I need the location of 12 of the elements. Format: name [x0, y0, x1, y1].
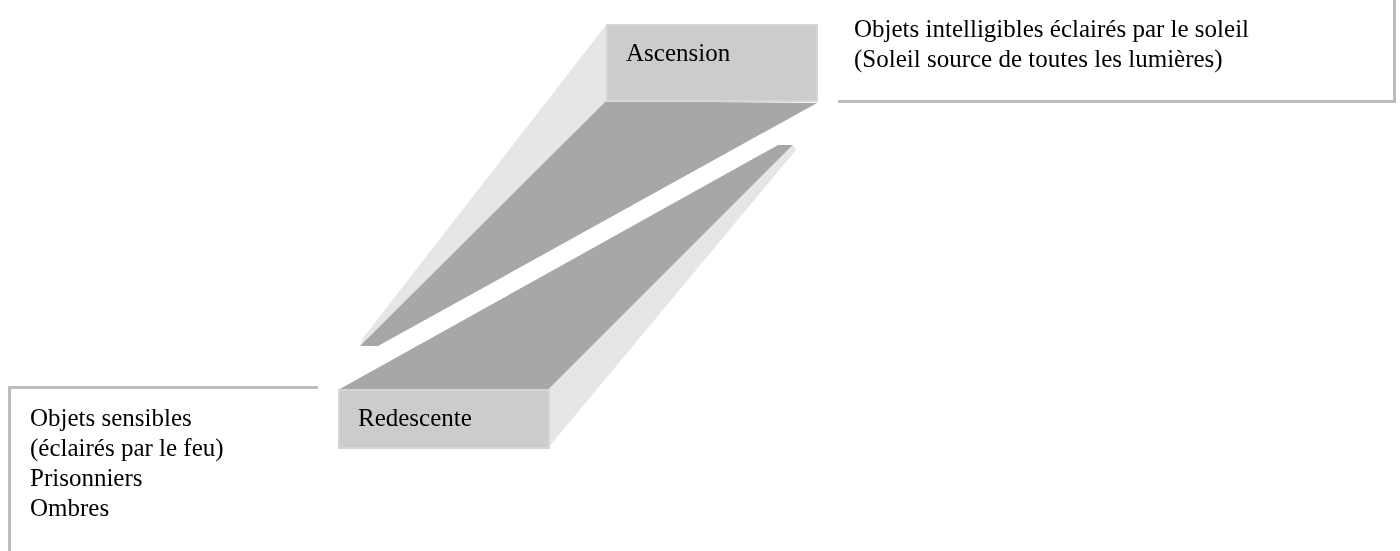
note-panel: [838, 0, 1396, 103]
node-label: (éclairés par le feu): [30, 433, 225, 463]
node-label: Objets sensibles: [30, 403, 193, 433]
node-label: Prisonniers: [30, 463, 144, 493]
node-label: Ascension: [626, 38, 731, 68]
step-box: [606, 24, 818, 102]
step-box: [338, 389, 550, 449]
node-label: Ombres: [30, 493, 111, 523]
note-panel: [8, 386, 318, 551]
node-label: Redescente: [358, 403, 472, 433]
node-label: (Soleil source de toutes les lumières): [854, 44, 1224, 74]
node-label: Objets intelligibles éclairés par le soleil: [854, 14, 1251, 44]
